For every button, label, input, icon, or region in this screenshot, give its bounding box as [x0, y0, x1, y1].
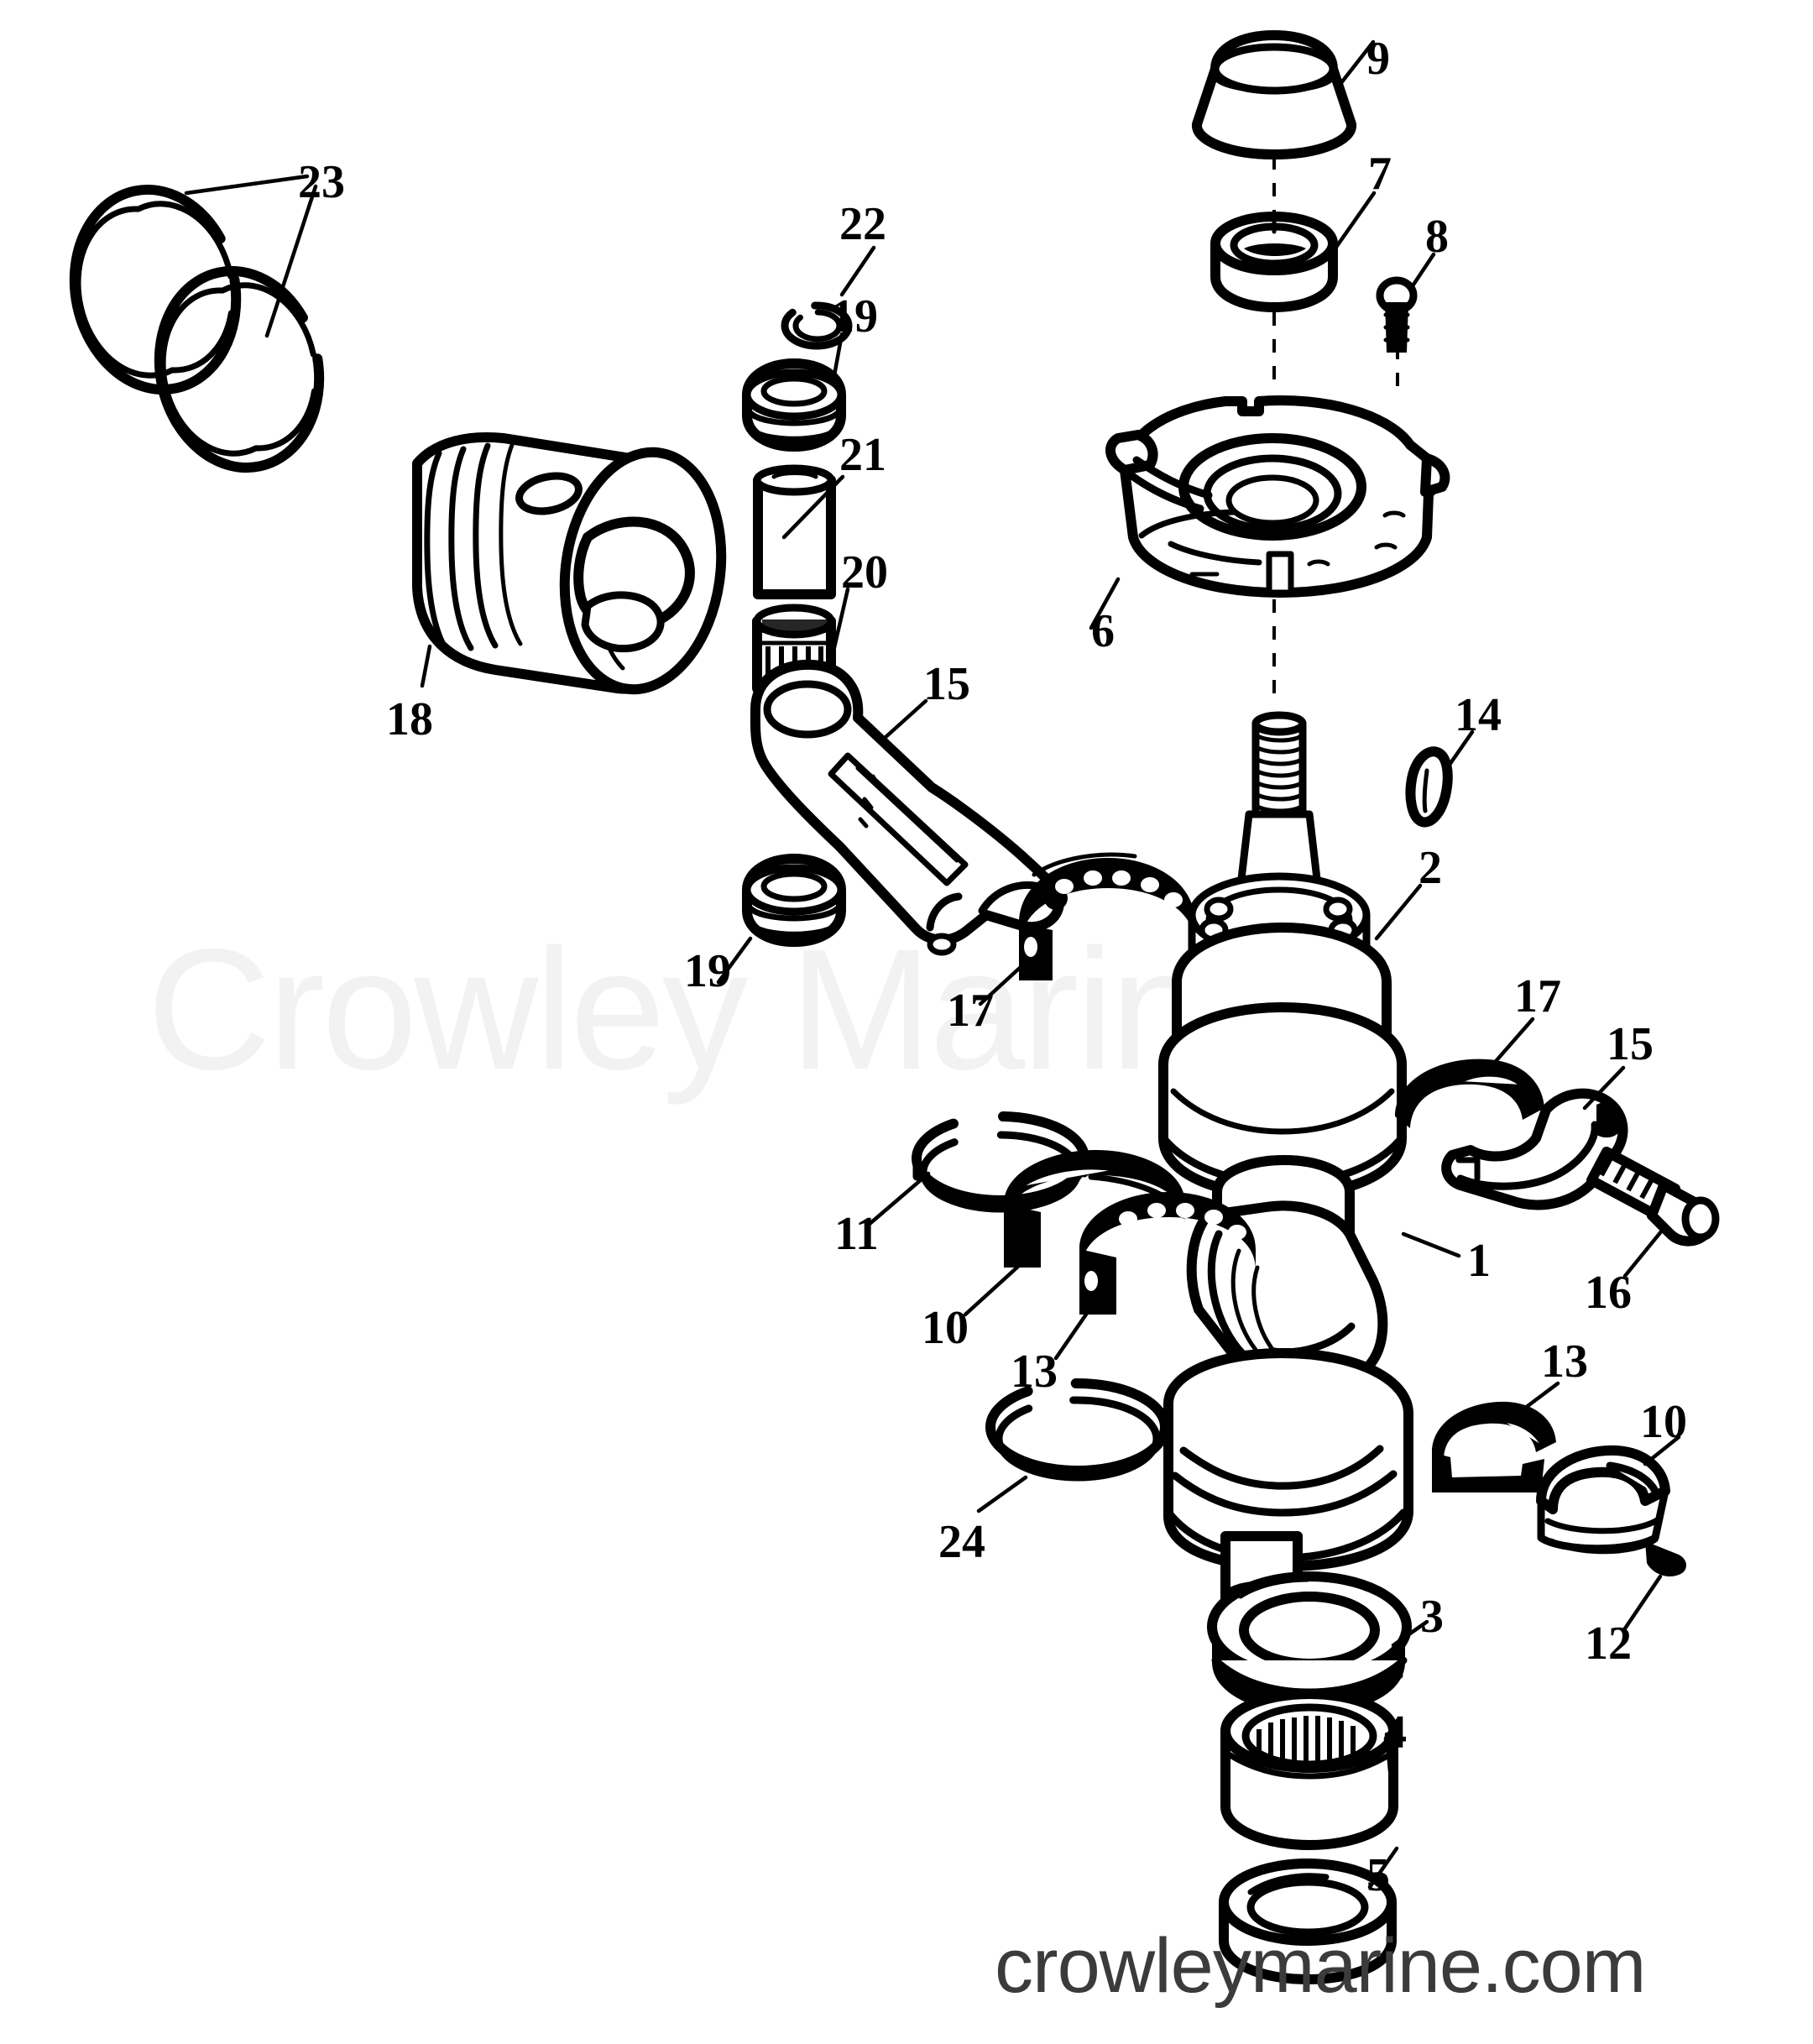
part-piston-pin-snap-ring [781, 245, 876, 350]
leader-10-left [963, 1262, 1023, 1317]
leader-13-left [1053, 1307, 1092, 1361]
leader-20 [830, 587, 850, 657]
part-connecting-rod-bolt [1586, 1147, 1720, 1278]
leader-17-left [978, 964, 1023, 1006]
leader-17-right [1483, 1017, 1535, 1075]
leader-1 [1401, 1231, 1461, 1258]
callout-13-left: 13 [1011, 1346, 1058, 1398]
part-end-cap-bearing-carrier [1089, 395, 1450, 630]
callout-19-lower: 19 [684, 945, 731, 997]
part-bearing-shell-half-left [963, 1150, 1187, 1317]
callout-10-left: 10 [922, 1302, 969, 1354]
part-piston-ring-set [69, 174, 325, 473]
part-seal-ring-lower [1219, 1846, 1399, 1984]
callout-5: 5 [1366, 1849, 1390, 1901]
callout-15-rod: 15 [923, 658, 970, 710]
callout-22: 22 [839, 198, 886, 250]
leader-24 [976, 1475, 1028, 1513]
part-piston-pin-plug-upper [742, 332, 846, 452]
part-piston-pin [753, 464, 845, 599]
leader-22 [839, 245, 876, 297]
watermark-bottom: crowleymarine.com [995, 1923, 1646, 2009]
callout-12: 12 [1585, 1618, 1632, 1670]
leader-19-lower [716, 936, 753, 985]
callout-9: 9 [1366, 33, 1390, 85]
leader-7 [1330, 191, 1377, 254]
callout-2: 2 [1419, 842, 1442, 894]
part-needle-bearing-lower [1220, 1689, 1398, 1850]
leader-21 [781, 474, 845, 540]
part-roller-bearing-half-right [1395, 1017, 1544, 1131]
part-connecting-rod-cap [1441, 1065, 1628, 1210]
callout-8: 8 [1425, 211, 1449, 263]
part-piston [412, 431, 727, 695]
callout-7: 7 [1368, 148, 1392, 200]
callout-20: 20 [841, 546, 888, 599]
leader-18 [420, 644, 432, 688]
callout-21: 21 [839, 429, 886, 481]
callout-16: 16 [1585, 1267, 1632, 1319]
part-bearing-shell-half-right [1536, 1435, 1681, 1555]
leader-5 [1367, 1846, 1399, 1890]
callout-24: 24 [938, 1516, 985, 1568]
part-piston-pin-plug-lower [716, 854, 846, 985]
leader-11 [867, 1171, 931, 1226]
watermark-top: Crowley Marine [147, 913, 1298, 1106]
callout-6: 6 [1091, 605, 1115, 657]
part-roller-bearing-half-left [978, 852, 1195, 1006]
leader-6 [1089, 577, 1121, 630]
part-retainer-bolt [1376, 252, 1436, 353]
leader-10-right [1643, 1435, 1681, 1466]
callout-13-right: 13 [1541, 1336, 1588, 1388]
part-bearing-race-upper [1210, 191, 1377, 312]
part-crankshaft [1158, 711, 1461, 1616]
leader-13-right [1508, 1381, 1560, 1421]
leader-12 [1622, 1574, 1663, 1631]
leader-4 [1384, 1732, 1392, 1774]
leader-3 [1391, 1619, 1429, 1648]
part-connecting-rod [750, 659, 1068, 956]
part-tapered-cap [1192, 30, 1376, 159]
leader-14 [1443, 729, 1475, 773]
part-oil-seal-retainer [1207, 1571, 1429, 1714]
leader-8 [1408, 252, 1436, 292]
callout-14: 14 [1455, 689, 1502, 741]
leader-15 [881, 698, 928, 741]
callout-17-left: 17 [947, 985, 994, 1037]
callout-3: 3 [1420, 1591, 1444, 1643]
callout-19-upper: 19 [831, 290, 878, 342]
leader-23b [264, 184, 318, 338]
callout-23: 23 [298, 156, 345, 208]
leader-9 [1335, 39, 1376, 91]
callout-11: 11 [834, 1208, 879, 1260]
callout-18: 18 [386, 693, 433, 745]
callout-15-cap: 15 [1607, 1018, 1654, 1070]
leader-15-cap [1582, 1065, 1626, 1111]
leader-19-upper [830, 332, 844, 387]
part-needle-bearing-cage-half-left [1053, 1192, 1256, 1361]
part-snap-ring-lower [976, 1378, 1170, 1513]
callout-4: 4 [1383, 1707, 1407, 1759]
part-dowel-pin [1622, 1541, 1686, 1631]
leader-16 [1622, 1228, 1664, 1278]
callout-17-right: 17 [1514, 970, 1561, 1022]
leader-2 [1374, 883, 1423, 941]
callout-10-right: 10 [1640, 1396, 1687, 1448]
leader-23a [184, 174, 310, 196]
part-woodruff-key [1405, 729, 1475, 828]
callout-1: 1 [1467, 1235, 1491, 1287]
part-needle-bearing-cage-half-right [1432, 1381, 1560, 1492]
